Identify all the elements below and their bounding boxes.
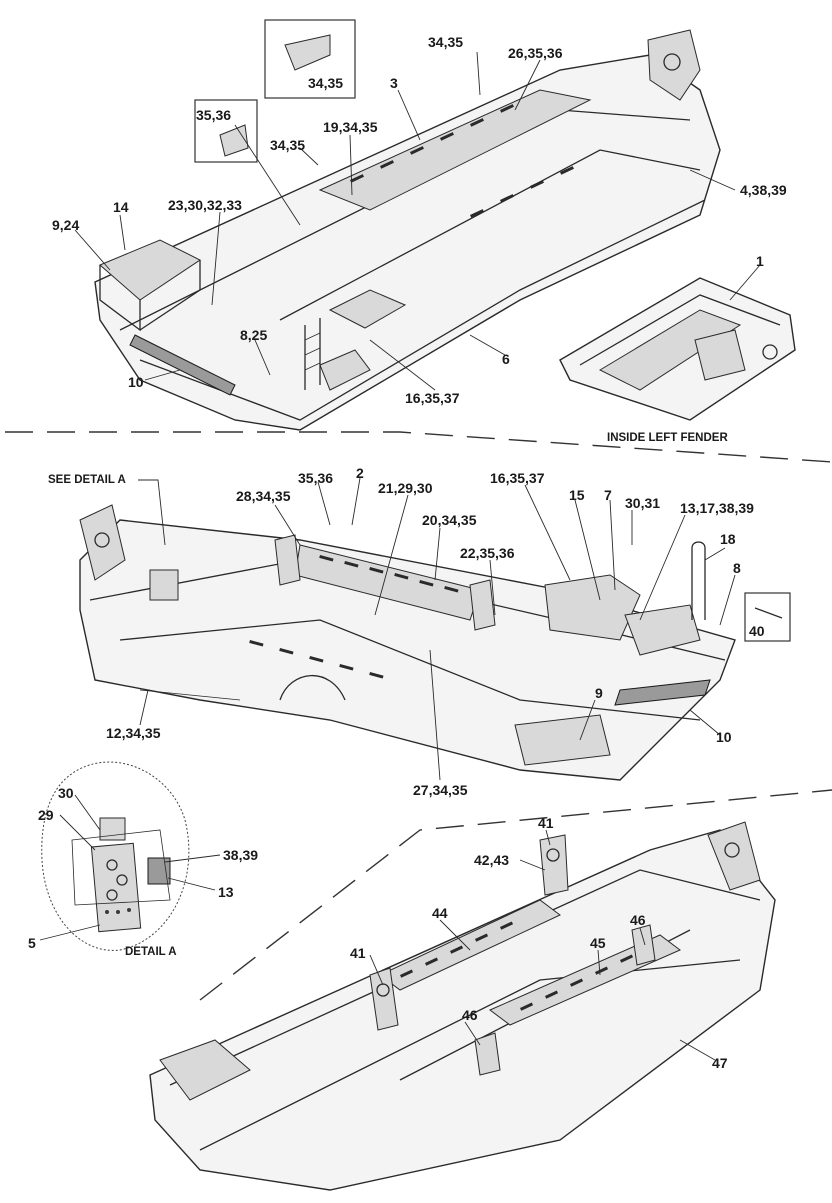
callout-label: 41 [538,815,554,831]
inside-left-fender-view [559,277,796,421]
callout-label: 27,34,35 [413,782,468,798]
callout-label: 42,43 [474,852,509,868]
callout-label: 34,35 [428,34,463,50]
lower-frame-body [149,829,776,1191]
callout-label: 8 [733,560,741,576]
callout-label: 2 [356,465,364,481]
separator-dash-1 [5,431,832,463]
callout-label: 41 [350,945,366,961]
lower-frame-view [149,821,776,1191]
callout-label: 40 [749,623,765,639]
callout-label: 35,36 [196,107,231,123]
callout-label: 19,34,35 [323,119,378,135]
middle-frame-view [79,504,791,781]
callout-label: 45 [590,935,606,951]
detail-a [41,761,190,951]
callout-label: 34,35 [308,75,343,91]
callout-label: 46 [630,912,646,928]
callout-label: 14 [113,199,129,215]
see-detail-a-caption: SEE DETAIL A [48,474,126,486]
detail-a-labels: 30 29 38,39 13 5 [28,785,258,951]
callout-label: 26,35,36 [508,45,563,61]
lower-plate-slots [400,921,634,1011]
inset-box-40 [744,592,791,642]
lower-inner-plate [489,934,681,1026]
callout-label: 10 [716,729,732,745]
separator-dash-2 [199,789,832,1001]
leader-lines [39,51,761,1061]
callout-label: 9,24 [52,217,79,233]
callout-label: 10 [128,374,144,390]
lift-eye [647,29,701,101]
step-box-right [624,604,701,656]
handrail [691,541,706,620]
plate-slots [350,104,574,218]
upper-frame-view [94,19,721,431]
callout-label: 9 [595,685,603,701]
callout-label: 4,38,39 [740,182,787,198]
callout-label: 29 [38,807,54,823]
inside-left-fender-caption: INSIDE LEFT FENDER [607,432,728,444]
detail-a-caption: DETAIL A [125,946,177,958]
callout-label: 7 [604,487,612,503]
callout-label: 16,35,37 [405,390,460,406]
callout-label: 16,35,37 [490,470,545,486]
callout-label: 28,34,35 [236,488,291,504]
callout-label: 5 [28,935,36,951]
middle-plate-slots [249,554,459,679]
detail-plate [90,842,142,933]
lower-lift-eye [707,821,761,891]
middle-frame-body [79,519,736,781]
callout-label: 23,30,32,33 [168,197,242,213]
callout-label: 44 [432,905,448,921]
callout-label: 30 [58,785,74,801]
callout-label: 20,34,35 [422,512,477,528]
callout-label: 21,29,30 [378,480,433,496]
callout-label: 18 [720,531,736,547]
callout-label: 13,17,38,39 [680,500,754,516]
top-plate [318,89,592,211]
callout-label: 38,39 [223,847,258,863]
lift-eye-left [79,504,126,581]
callout-label: 30,31 [625,495,660,511]
lower-top-plate [379,899,561,991]
callout-label: 1 [756,253,764,269]
step-box-left [99,239,201,332]
view2-labels: 35,36 2 16,35,37 15 7 30,31 13,17,38,39 … [106,465,765,798]
callout-label: 35,36 [298,470,333,486]
step-box-front [514,714,611,766]
view3-labels: 41 42,43 44 46 45 41 46 47 [350,815,728,1071]
step-box-center [319,289,407,391]
callout-label: 6 [502,351,510,367]
callout-label: 13 [218,884,234,900]
front-rail [614,679,711,706]
callout-label: 3 [390,75,398,91]
callout-label: 46 [462,1007,478,1023]
lower-step-box [159,1039,251,1101]
front-step-rail [129,334,236,396]
upper-frame-body [94,54,721,431]
callout-label: 47 [712,1055,728,1071]
callout-label: 15 [569,487,585,503]
callout-label: 8,25 [240,327,267,343]
callout-label: 12,34,35 [106,725,161,741]
view1-labels: 34,35 26,35,36 3 35,36 34,35 19,34,35 34… [52,34,787,406]
callout-label: 22,35,36 [460,545,515,561]
callout-label: 34,35 [270,137,305,153]
